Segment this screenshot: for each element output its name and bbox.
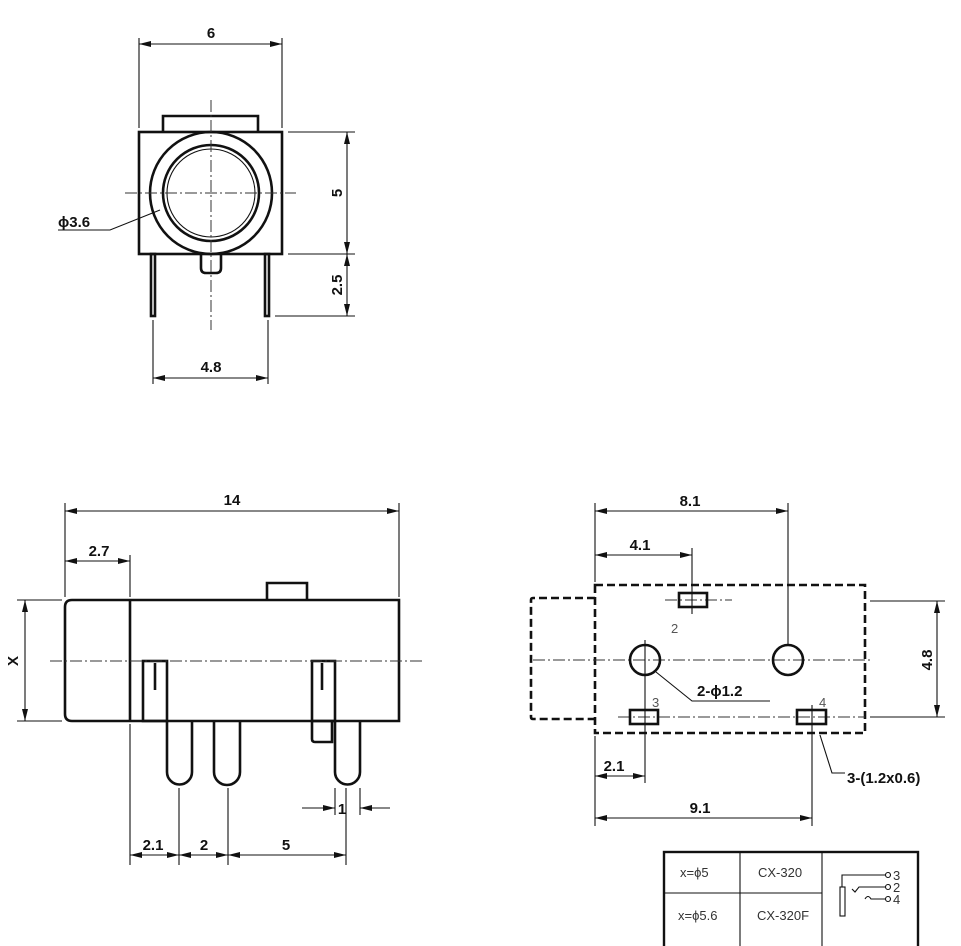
dim-pin-width: 1 xyxy=(338,801,346,818)
dim-span: 8.1 xyxy=(680,493,701,510)
dim-pin4-offset: 9.1 xyxy=(690,800,711,817)
schematic-pin-4: 4 xyxy=(893,892,900,907)
pin-label-2: 2 xyxy=(671,621,678,636)
pin-label-4: 4 xyxy=(819,695,826,710)
dim-bore: ϕ3.6 xyxy=(58,214,90,231)
dim-width: 6 xyxy=(207,25,215,42)
table-x-row2: x=ϕ5.6 xyxy=(678,908,717,923)
pin-label-3: 3 xyxy=(652,695,659,710)
dim-pin-offset: 2.1 xyxy=(143,837,164,854)
dim-height: 5 xyxy=(329,189,346,197)
side-view: 14 2.7 X 2.1 2 5 1 xyxy=(5,492,425,865)
table-model-row1: CX-320 xyxy=(758,865,802,880)
bottom-view: 8.1 4.1 4.8 2.1 9.1 2 3 4 2-ϕ1.2 3-(1.2x… xyxy=(529,493,945,826)
pads-callout: 3-(1.2x0.6) xyxy=(847,770,920,787)
dim-pin-gap: 5 xyxy=(282,837,290,854)
table-x-row1: x=ϕ5 xyxy=(680,865,709,880)
schematic-pin-3: 3 xyxy=(893,868,900,883)
dim-width: 4.8 xyxy=(919,650,936,671)
dim-pin-spacing: 4.8 xyxy=(201,359,222,376)
dim-diameter-x: X xyxy=(5,656,22,666)
schematic-pin-2: 2 xyxy=(893,880,900,895)
switch-schematic: 3 2 4 xyxy=(839,868,900,917)
dim-length: 14 xyxy=(224,492,241,509)
table-model-row2: CX-320F xyxy=(757,908,809,923)
front-view: 6 5 2.5 4.8 ϕ3.6 xyxy=(58,25,355,384)
dim-pin-length: 2.5 xyxy=(329,275,346,296)
dim-pin2-offset: 4.1 xyxy=(630,537,651,554)
dim-pin-pitch: 2 xyxy=(200,837,208,854)
model-table: x=ϕ5 CX-320 x=ϕ5.6 CX-320F 3 2 4 xyxy=(662,850,920,946)
dim-front-length: 2.7 xyxy=(89,543,110,560)
dim-pin3-offset: 2.1 xyxy=(604,758,625,775)
holes-callout: 2-ϕ1.2 xyxy=(697,683,742,700)
